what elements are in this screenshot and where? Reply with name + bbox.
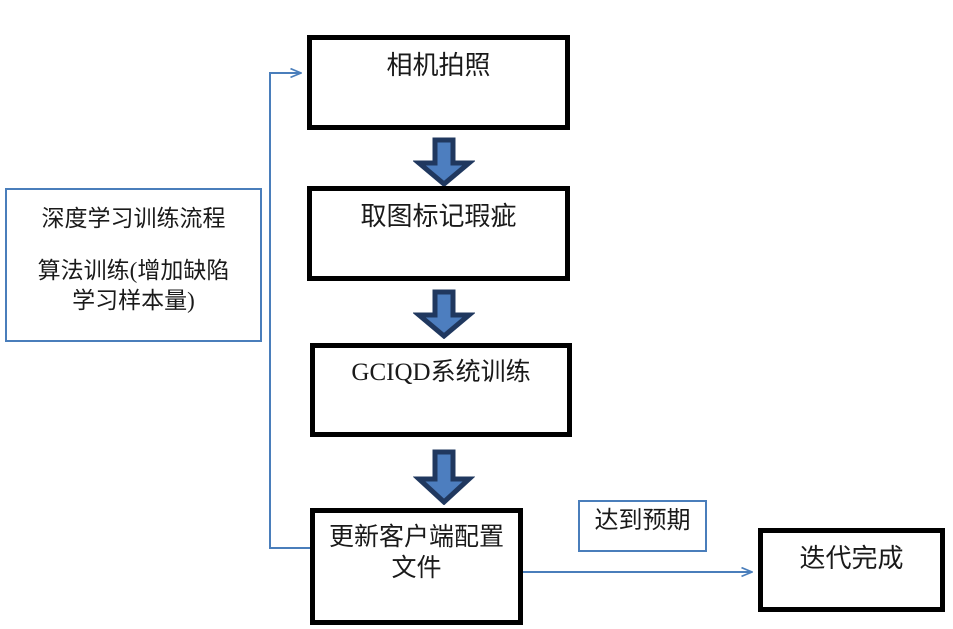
block-arrow-down-train-to-update: [413, 449, 475, 505]
block-arrow-down-annotate-to-train: [413, 289, 475, 339]
edge-label-expected-text: 达到预期: [594, 508, 691, 534]
node-train[interactable]: GCIQD系统训练: [310, 343, 572, 437]
node-update-client-config[interactable]: 更新客户端配置 文件: [310, 508, 523, 625]
block-arrow-down-capture-to-annotate: [413, 137, 475, 187]
node-iteration-complete[interactable]: 迭代完成: [758, 528, 945, 612]
connector-update-to-capture: [269, 73, 312, 549]
node-update-client-config-label: 更新客户端配置 文件: [328, 524, 504, 582]
node-iteration-complete-label: 迭代完成: [799, 544, 904, 573]
node-capture-label: 相机拍照: [386, 51, 491, 80]
node-annotate[interactable]: 取图标记瑕疵: [307, 186, 570, 281]
info-box-training-process: 深度学习训练流程 算法训练(增加缺陷 学习样本量): [5, 188, 262, 342]
node-annotate-label: 取图标记瑕疵: [360, 202, 517, 231]
node-capture[interactable]: 相机拍照: [307, 35, 570, 130]
info-box-heading: 深度学习训练流程: [41, 206, 226, 231]
node-train-label: GCIQD系统训练: [351, 359, 531, 386]
info-box-body: 算法训练(增加缺陷 学习样本量): [37, 257, 230, 313]
edge-label-expected: 达到预期: [578, 500, 707, 552]
